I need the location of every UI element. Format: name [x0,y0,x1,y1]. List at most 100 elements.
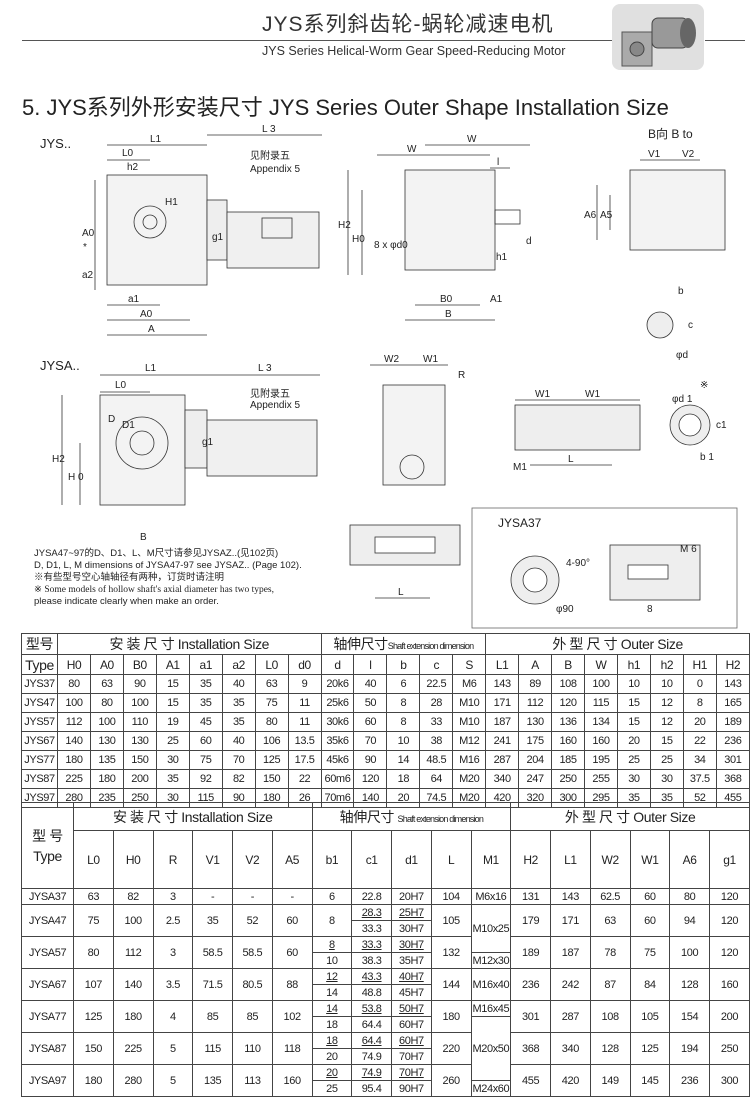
installation-size-header: 安 装 尺 寸 Installation Size [57,633,322,655]
cell-v2: 80.5 [232,968,273,1001]
table-cell: 150 [254,769,289,789]
table-cell: 40 [353,674,388,694]
table-cell: 63 [89,674,124,694]
table-cell: 15 [649,731,684,751]
cell-l: 260 [430,1064,472,1097]
dim-L0: L0 [115,380,127,391]
table-cell: 160 [551,731,585,751]
type-cell: JYSA47 [21,904,74,937]
jys-label: JYS.. [40,136,71,151]
table-cell: 100 [584,674,618,694]
table-cell: 80 [57,674,91,694]
table-cell: 63 [254,674,289,694]
shaft-section: b c φd [646,286,693,361]
table-cell: 90 [353,750,388,770]
installation-size-header: 安 装 尺 寸 Installation Size [73,802,313,831]
table-cell: 40 [221,731,256,751]
cell-v1: 135 [192,1064,233,1097]
cell-w2: 63 [589,904,631,937]
column-header: c [419,654,454,675]
table-cell: 8 [682,693,717,713]
column-header: d0 [287,654,322,675]
cell-h2: 301 [510,1000,551,1033]
shaft-extension-header: 轴伸尺寸 Shaft extension dimension [311,802,512,831]
gear-motor-icon [621,17,696,67]
dim-R: R [458,370,465,381]
cell-h2: 179 [510,904,551,937]
cell-v1: 35 [192,904,233,937]
table-cell: 100 [57,693,91,713]
jys-front-view: W W l d H2 H0 8 x φd0 h1 B0 A1 B [338,134,532,321]
column-header: g1 [709,830,750,889]
table-cell: 115 [584,693,618,713]
table-cell: 143 [485,674,520,694]
table-cell: 135 [89,750,124,770]
jys-side-view: JYS.. L1 L0 h2 L 3 见附录五 Appendix 5 H1 g1… [40,124,322,336]
cell-w1: 84 [629,968,671,1001]
cell-h0: 112 [112,936,154,969]
dim-d: d [526,236,532,247]
table-cell: 17.5 [287,750,322,770]
table-cell: 12 [649,712,684,732]
column-header: l [353,654,388,675]
dim-W-a: W [407,144,417,155]
column-header: L0 [73,830,114,889]
cell-c1: 74.9 [351,1064,392,1081]
dim-V1: V1 [648,149,661,160]
cell-b1: 8 [311,904,353,937]
table-cell: 130 [518,712,553,732]
jysa-label: JYSA.. [40,358,80,373]
table-cell: M20 [452,769,487,789]
cell-d1: 70H7 [391,1048,432,1065]
cell-w2: 87 [589,968,631,1001]
table-cell: 175 [518,731,553,751]
dim-phi-d: φd [676,350,688,361]
table-cell: 30k6 [320,712,355,732]
table-cell: 82 [221,769,256,789]
cell-v1: 115 [192,1032,233,1065]
table-cell: 30 [649,769,684,789]
column-header: A6 [669,830,710,889]
table-cell: 10 [616,674,651,694]
cell-l1: 287 [550,1000,591,1033]
cell-r: 3 [152,936,194,969]
cell-v2: - [232,888,273,905]
table-cell: 189 [715,712,750,732]
dim-g1: g1 [202,437,214,448]
cell-a6: 128 [669,968,710,1001]
shaft-extension-header: 轴伸尺寸Shaft extension dimension [320,633,487,655]
type-header-en: Type [33,847,62,864]
cell-g1: 300 [709,1064,750,1097]
dim-a2: a2 [82,270,94,281]
table-cell: 9 [287,674,322,694]
table-cell: 15 [616,693,651,713]
table-cell: 287 [485,750,520,770]
table-cell: 195 [584,750,618,770]
cell-w1: 145 [629,1064,671,1097]
table-cell: 15 [616,712,651,732]
shaft-header-en: Shaft extension dimension [387,641,474,651]
table-cell: 0 [682,674,717,694]
table-cell: 125 [254,750,289,770]
dim-g1: g1 [212,232,224,243]
column-header: h1 [616,654,651,675]
cell-h0: 82 [112,888,154,905]
dim-H2: H2 [52,454,65,465]
cell-a6: 236 [669,1064,710,1097]
view-B: B [140,532,147,543]
dim-A0: A0 [140,309,153,320]
cell-d1: 60H7 [391,1032,432,1049]
cell-b1: 6 [311,888,353,905]
table-cell: 40 [221,674,256,694]
table-cell: 20 [682,712,717,732]
